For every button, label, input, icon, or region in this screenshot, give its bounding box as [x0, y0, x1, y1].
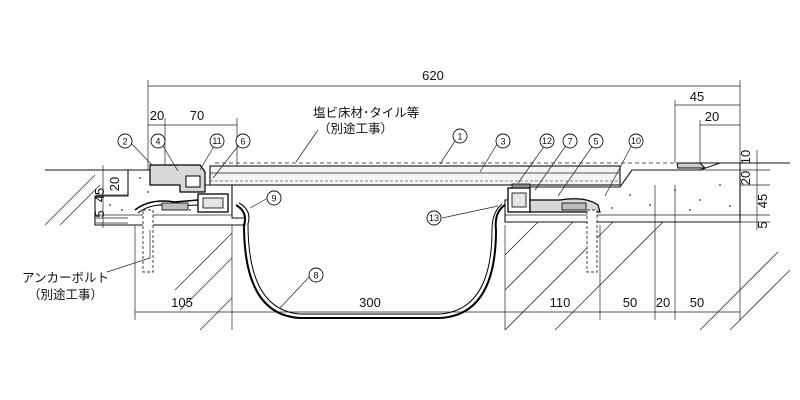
svg-text:2: 2: [122, 137, 127, 147]
cover-plate: [209, 165, 621, 186]
dim-bottom-c: 110: [550, 295, 571, 310]
callout-7: 7: [562, 133, 578, 149]
dimension-lines: [96, 80, 770, 330]
svg-text:（別途工事）: （別途工事）: [28, 287, 103, 302]
svg-text:8: 8: [313, 271, 318, 281]
callout-12: 12: [539, 133, 555, 149]
callouts: 1 2 3 4 5 6 7 8: [117, 128, 644, 283]
svg-text:アンカーボルト: アンカーボルト: [22, 270, 109, 285]
left-frame: [134, 164, 229, 214]
dim-bottom-e: 20: [656, 295, 670, 310]
callout-9: 9: [266, 190, 282, 206]
dim-right-top-a: 45: [690, 89, 704, 104]
svg-text:10: 10: [631, 136, 641, 146]
dim-bottom-d: 50: [623, 295, 637, 310]
dim-right-side-c: 45: [755, 194, 770, 208]
svg-text:12: 12: [542, 136, 552, 146]
svg-text:4: 4: [155, 137, 160, 147]
callout-10: 10: [628, 133, 644, 149]
dim-bottom-a: 105: [171, 295, 193, 310]
svg-text:塩ビ床材･タイル等: 塩ビ床材･タイル等: [313, 105, 419, 120]
right-frame: [507, 162, 707, 213]
dim-left-side-c: 5: [92, 210, 107, 217]
svg-text:（別途工事）: （別途工事）: [318, 121, 393, 136]
svg-text:3: 3: [500, 137, 505, 147]
flexible-membrane: [235, 202, 506, 319]
dim-right-top-b: 20: [705, 109, 719, 124]
callout-8: 8: [308, 267, 324, 283]
dim-right-side-b: 20: [738, 171, 753, 185]
callout-1: 1: [452, 128, 468, 144]
callout-13: 13: [426, 210, 442, 226]
svg-text:7: 7: [567, 137, 572, 147]
svg-text:11: 11: [212, 136, 221, 146]
callout-4: 4: [150, 133, 166, 149]
svg-text:5: 5: [593, 137, 598, 147]
svg-text:1: 1: [457, 132, 462, 142]
dim-left-side-a: 20: [107, 177, 122, 191]
svg-text:6: 6: [240, 137, 245, 147]
anchor-bolts: [142, 209, 598, 273]
structure-hatching: [44, 174, 791, 331]
leader-lines: [106, 129, 635, 309]
dim-bottom-f: 50: [690, 295, 704, 310]
svg-text:13: 13: [429, 213, 439, 223]
callout-3: 3: [495, 133, 511, 149]
floor-material-note: 塩ビ床材･タイル等 （別途工事）: [313, 105, 419, 136]
callout-5: 5: [588, 133, 604, 149]
anchor-bolt-note: アンカーボルト （別途工事）: [22, 270, 109, 302]
dim-bottom-b: 300: [359, 295, 381, 310]
dim-left-side-b: 45: [92, 188, 107, 202]
dim-right-side-d: 5: [755, 221, 770, 228]
callout-6: 6: [235, 133, 251, 149]
dim-left-top-a: 20: [150, 108, 164, 123]
dim-left-top-b: 70: [190, 108, 204, 123]
dim-overall: 620: [422, 68, 444, 83]
dimension-labels: 620 20 70 45 20 20 45 5 10 20 45 5 105 3…: [92, 68, 770, 310]
callout-11: 11: [209, 133, 225, 149]
callout-2: 2: [117, 133, 133, 149]
dim-right-side-a: 10: [738, 150, 753, 164]
svg-text:9: 9: [271, 194, 276, 204]
